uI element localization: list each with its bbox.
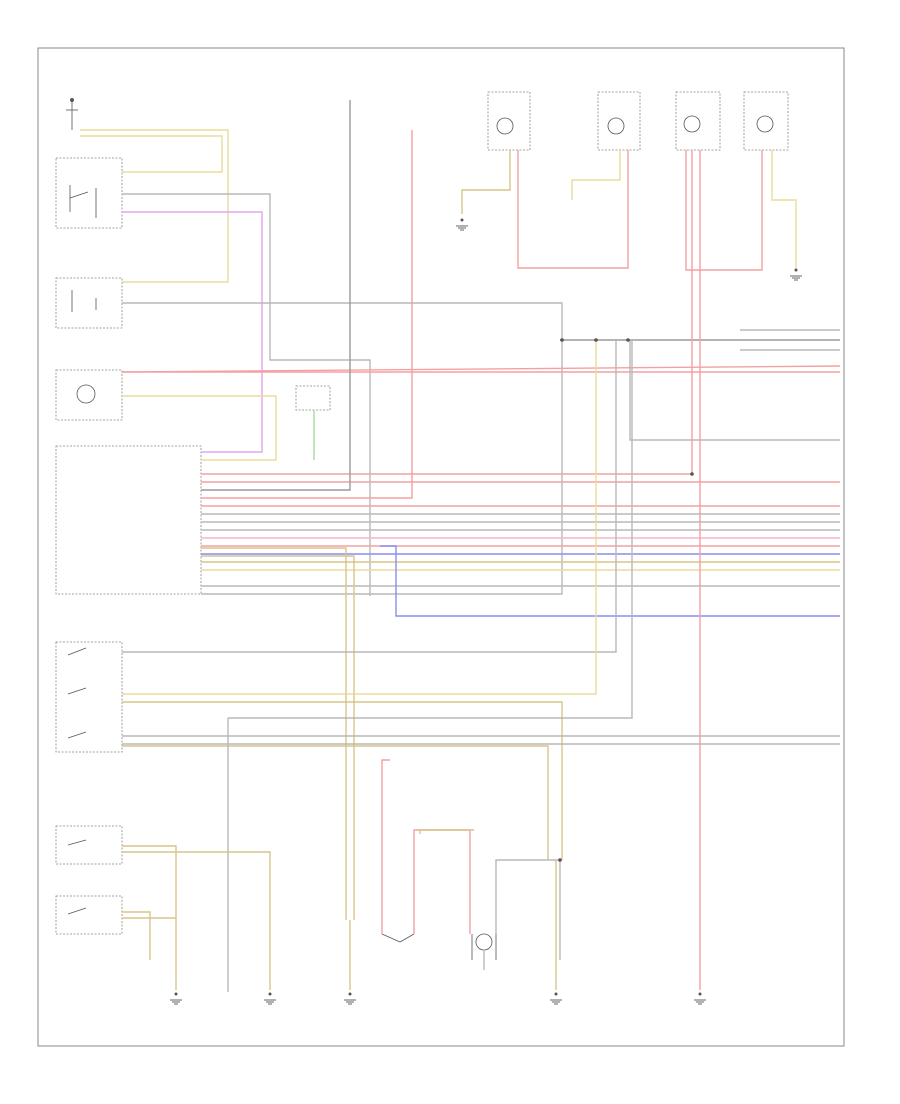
bulb-icon bbox=[475, 933, 493, 951]
wire-violet bbox=[122, 211, 263, 453]
trunk-switch bbox=[381, 933, 415, 943]
wire-yellow bbox=[80, 129, 229, 283]
ground-icon bbox=[550, 992, 562, 1005]
wire-blue bbox=[380, 545, 840, 617]
top-left-connector bbox=[66, 98, 78, 130]
wire-yellow bbox=[122, 395, 277, 461]
wire-gray bbox=[122, 340, 617, 653]
dome-light bbox=[55, 369, 123, 421]
wire-red bbox=[517, 150, 629, 269]
bulb-icon bbox=[683, 115, 701, 133]
right-rear-lamp bbox=[675, 91, 721, 151]
bulb-icon bbox=[496, 117, 514, 135]
wire-tan bbox=[122, 701, 563, 860]
wire-tan bbox=[122, 851, 271, 960]
wire-yellow bbox=[80, 135, 223, 173]
wire-tan bbox=[122, 845, 177, 960]
module bbox=[55, 445, 202, 595]
right-front-lamp bbox=[597, 91, 641, 151]
wire-gray bbox=[495, 859, 561, 960]
splice-dot bbox=[560, 338, 564, 342]
wire-tan bbox=[122, 745, 549, 860]
wire-gray bbox=[122, 193, 371, 596]
splice-dot bbox=[558, 858, 562, 862]
splice-dot bbox=[690, 472, 694, 476]
bulb-icon bbox=[607, 117, 625, 135]
ground-icon bbox=[456, 218, 468, 231]
wire-red bbox=[201, 150, 693, 475]
bulb-icon bbox=[76, 384, 96, 404]
ground-icon bbox=[264, 992, 276, 1005]
wire-gray bbox=[122, 302, 563, 595]
wire-tan bbox=[201, 547, 347, 920]
wire-yellow bbox=[571, 150, 621, 200]
wire-gray bbox=[228, 340, 633, 719]
wire-red bbox=[121, 365, 841, 373]
front-door-switch bbox=[55, 641, 123, 753]
splice-dot bbox=[594, 338, 598, 342]
wire-tan bbox=[419, 829, 474, 834]
ground-icon bbox=[694, 992, 706, 1005]
left-rear-lamp bbox=[743, 91, 789, 151]
right-latch bbox=[55, 895, 123, 935]
keyless-receiver bbox=[295, 385, 331, 411]
hazard-switch bbox=[55, 157, 123, 229]
splice-dot bbox=[626, 338, 630, 342]
ground-icon bbox=[344, 992, 356, 1005]
light-switch bbox=[55, 277, 123, 329]
wire-yellow bbox=[122, 340, 597, 695]
grounds-layer bbox=[170, 218, 802, 1005]
wire-tan bbox=[122, 911, 151, 960]
ground-icon bbox=[170, 992, 182, 1005]
bulb-icon bbox=[756, 115, 774, 133]
wire-tan bbox=[201, 555, 355, 920]
wire-red bbox=[413, 829, 471, 934]
wire-darkgray bbox=[201, 100, 351, 491]
left-front-lamp bbox=[487, 91, 531, 151]
wire-gray bbox=[629, 340, 840, 441]
wire-red bbox=[381, 759, 390, 934]
diagram-frame bbox=[37, 47, 845, 1047]
wire-red bbox=[685, 150, 763, 271]
ground-icon bbox=[790, 268, 802, 281]
wires-layer bbox=[80, 100, 841, 992]
wire-yellow bbox=[771, 150, 797, 268]
wire-tan bbox=[461, 150, 511, 214]
wire-red bbox=[201, 130, 413, 499]
left-latch bbox=[55, 825, 123, 865]
